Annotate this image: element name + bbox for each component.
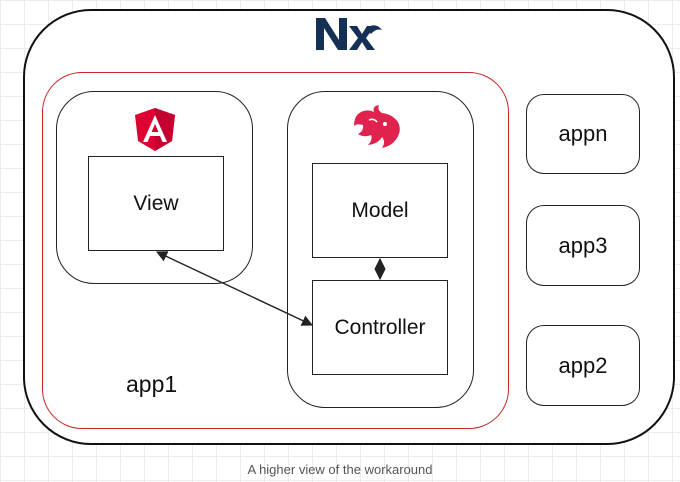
nestjs-icon xyxy=(352,104,404,150)
figure-caption: A higher view of the workaround xyxy=(247,462,433,477)
model-label: Model xyxy=(351,198,409,222)
controller-label: Controller xyxy=(334,315,426,339)
app-box-app3: app3 xyxy=(526,205,640,286)
view-controller-arrow xyxy=(155,251,314,326)
controller-box: Controller xyxy=(312,280,448,375)
view-label: View xyxy=(133,191,179,215)
app-box-app2: app2 xyxy=(526,325,640,406)
app-label: appn xyxy=(558,121,608,146)
app-label: app3 xyxy=(558,232,608,258)
nx-logo-icon xyxy=(316,18,382,50)
angular-icon xyxy=(131,106,179,154)
app1-boundary xyxy=(42,72,509,429)
view-box: View xyxy=(88,156,224,251)
app-label: app2 xyxy=(558,352,608,378)
app1-label: app1 xyxy=(126,371,178,397)
model-box: Model xyxy=(312,163,448,258)
app-box-appn: appn xyxy=(526,94,640,174)
nx-logo: Nx Nx xyxy=(306,12,382,56)
